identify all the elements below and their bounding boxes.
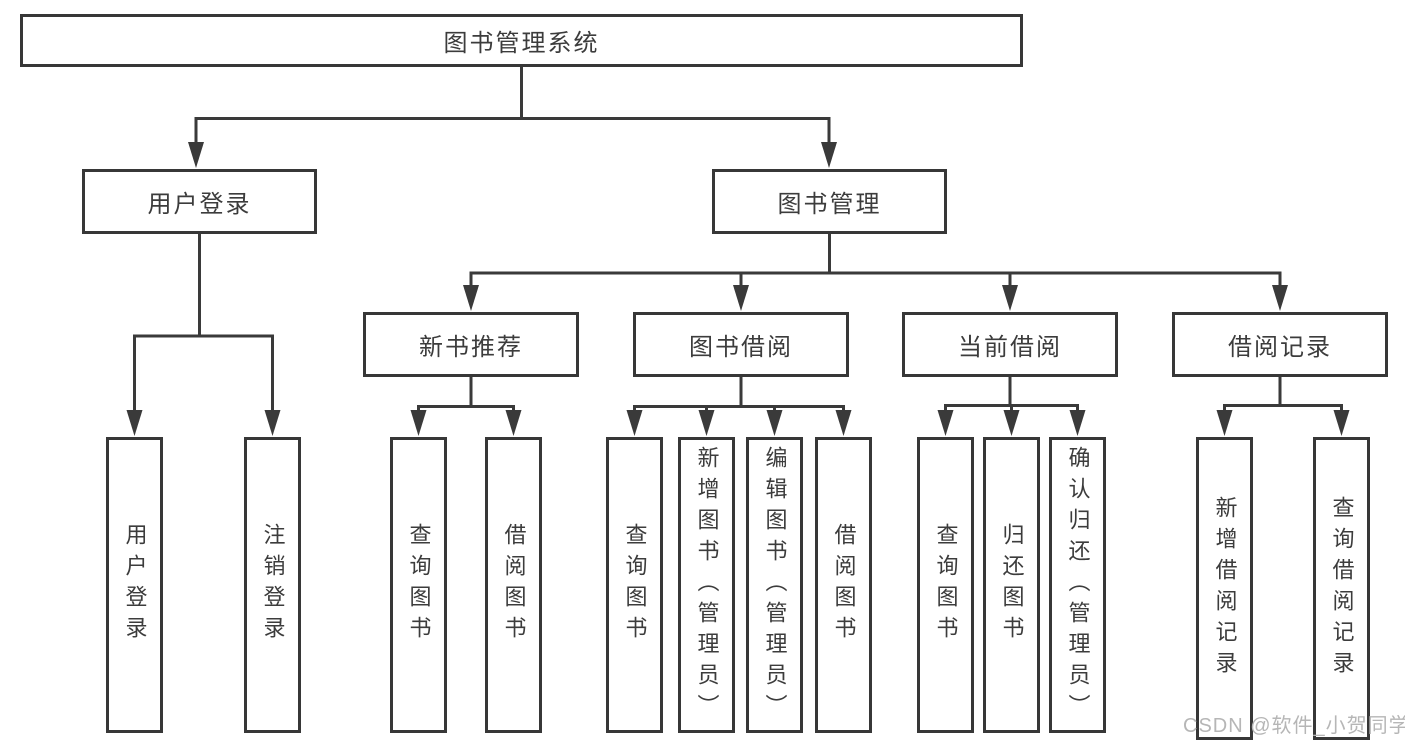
node-user-login-branch: 用户登录 (82, 169, 317, 234)
node-label: 当前借阅 (958, 334, 1062, 361)
node-label: 借阅图书 (501, 523, 527, 647)
node-label: 查询图书 (406, 523, 432, 647)
arrowhead (1333, 410, 1350, 436)
arrowhead (733, 285, 749, 311)
node-label: 新增借阅记录 (1212, 495, 1238, 682)
arrowhead (626, 410, 643, 436)
node-search-books-3: 查询图书 (917, 437, 974, 733)
node-label: 新书推荐 (419, 334, 523, 361)
arrowhead (264, 410, 281, 436)
node-search-books-2: 查询图书 (606, 437, 663, 733)
arrowhead (698, 410, 715, 436)
node-user-login: 用户登录 (106, 437, 163, 733)
connector-borrowrecords-to-leaves (1223, 376, 1343, 412)
arrowhead (1003, 410, 1020, 436)
arrowhead (937, 410, 954, 436)
connector-bookborrow-to-leaves (633, 376, 845, 412)
connector-currentborrow-to-leaves (944, 376, 1079, 412)
arrowhead (463, 285, 479, 311)
arrowhead (1216, 410, 1233, 436)
arrowhead (1002, 285, 1018, 311)
node-label: 借阅记录 (1228, 334, 1332, 361)
node-search-borrow-record: 查询借阅记录 (1313, 437, 1370, 740)
node-label: 图书管理系统 (443, 30, 600, 57)
arrowhead (126, 410, 143, 436)
node-book-management-branch: 图书管理 (712, 169, 947, 234)
arrowhead (188, 142, 204, 168)
connector-newbookrec-to-leaves (417, 376, 515, 412)
node-label: 借阅图书 (831, 523, 857, 647)
arrowhead (766, 410, 783, 436)
node-edit-book-admin: 编辑图书（管理员） (746, 437, 803, 733)
node-label: 查询图书 (622, 523, 648, 647)
connector-root-to-level2 (194, 66, 831, 144)
arrowhead (835, 410, 852, 436)
node-label: 用户登录 (147, 191, 252, 218)
connector-bookmgmt-to-level3 (469, 233, 1282, 287)
node-logout: 注销登录 (244, 437, 301, 733)
node-borrowing-records: 借阅记录 (1172, 312, 1388, 377)
node-label: 新增图书（管理员） (694, 445, 720, 725)
arrowhead (1069, 410, 1086, 436)
node-add-book-admin: 新增图书（管理员） (678, 437, 735, 733)
node-return-book: 归还图书 (983, 437, 1040, 733)
node-label: 查询图书 (933, 523, 959, 647)
node-label: 查询借阅记录 (1329, 495, 1355, 682)
node-label: 归还图书 (999, 523, 1025, 647)
node-label: 编辑图书（管理员） (762, 445, 788, 725)
node-search-books-1: 查询图书 (390, 437, 447, 733)
node-label: 图书借阅 (689, 334, 793, 361)
node-confirm-return-admin: 确认归还（管理员） (1049, 437, 1106, 733)
node-new-book-recommend: 新书推荐 (363, 312, 579, 377)
connector-userlogin-to-leaves (133, 233, 274, 412)
node-borrow-books-2: 借阅图书 (815, 437, 872, 733)
node-label: 注销登录 (260, 523, 286, 647)
arrowhead (821, 142, 837, 168)
node-book-management-system: 图书管理系统 (20, 14, 1023, 67)
node-label: 确认归还（管理员） (1065, 445, 1091, 725)
node-borrow-books-1: 借阅图书 (485, 437, 542, 733)
csdn-watermark: CSDN @软件_小贺同学 (1183, 715, 1405, 737)
node-book-borrowing: 图书借阅 (633, 312, 849, 377)
arrowhead (505, 410, 522, 436)
node-add-borrow-record: 新增借阅记录 (1196, 437, 1253, 740)
arrowhead (410, 410, 427, 436)
node-current-borrowing: 当前借阅 (902, 312, 1118, 377)
node-label: 图书管理 (777, 191, 882, 218)
arrowhead (1272, 285, 1288, 311)
node-label: 用户登录 (122, 523, 148, 647)
